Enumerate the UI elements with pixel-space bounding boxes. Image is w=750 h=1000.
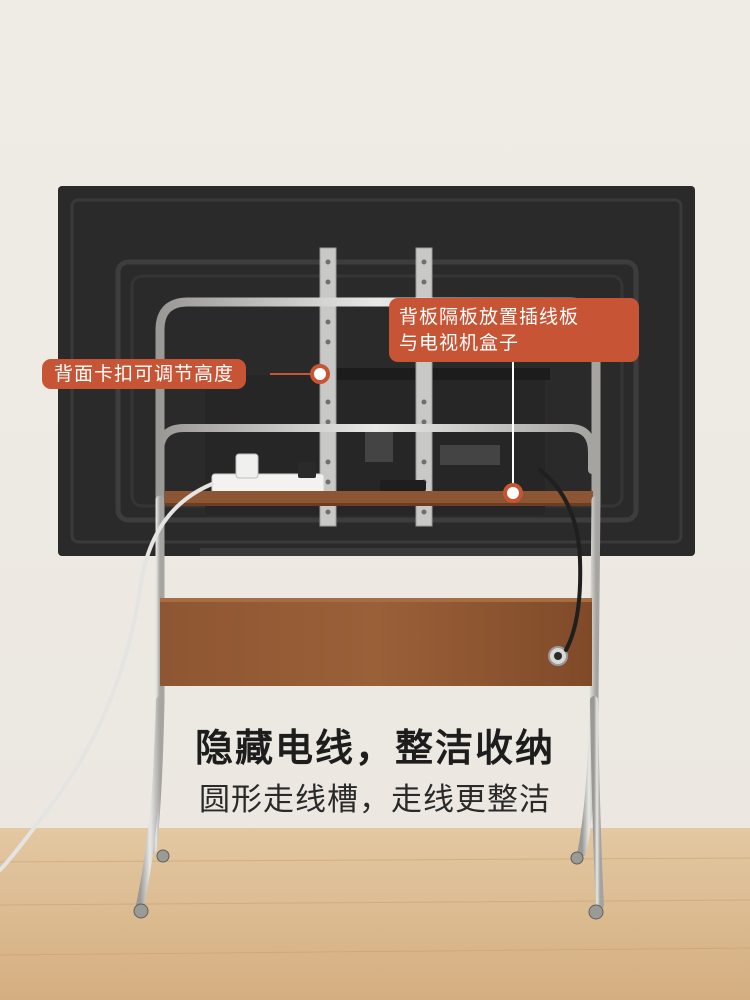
- callout-left-text: 背面卡扣可调节高度: [54, 363, 235, 385]
- callout-right-line2: 与电视机盒子: [399, 332, 520, 354]
- callout-shelf-storage: 背板隔板放置插线板 与电视机盒子: [389, 298, 639, 362]
- casters: [133, 849, 604, 920]
- wood-panel: [160, 598, 592, 686]
- headline: 隐藏电线，整洁收纳: [194, 726, 555, 770]
- callout-right-line1: 背板隔板放置插线板: [399, 306, 580, 328]
- shelf: [165, 491, 593, 506]
- floor-planks: [0, 857, 750, 956]
- steel-legs: [136, 495, 604, 909]
- cables: [0, 468, 583, 872]
- subline: 圆形走线槽，走线更整洁: [199, 782, 551, 818]
- callout-markers: [270, 360, 523, 503]
- floor: [0, 828, 750, 1000]
- callout-adjustable-height: 背面卡扣可调节高度: [42, 359, 247, 389]
- tv-box: [380, 480, 426, 492]
